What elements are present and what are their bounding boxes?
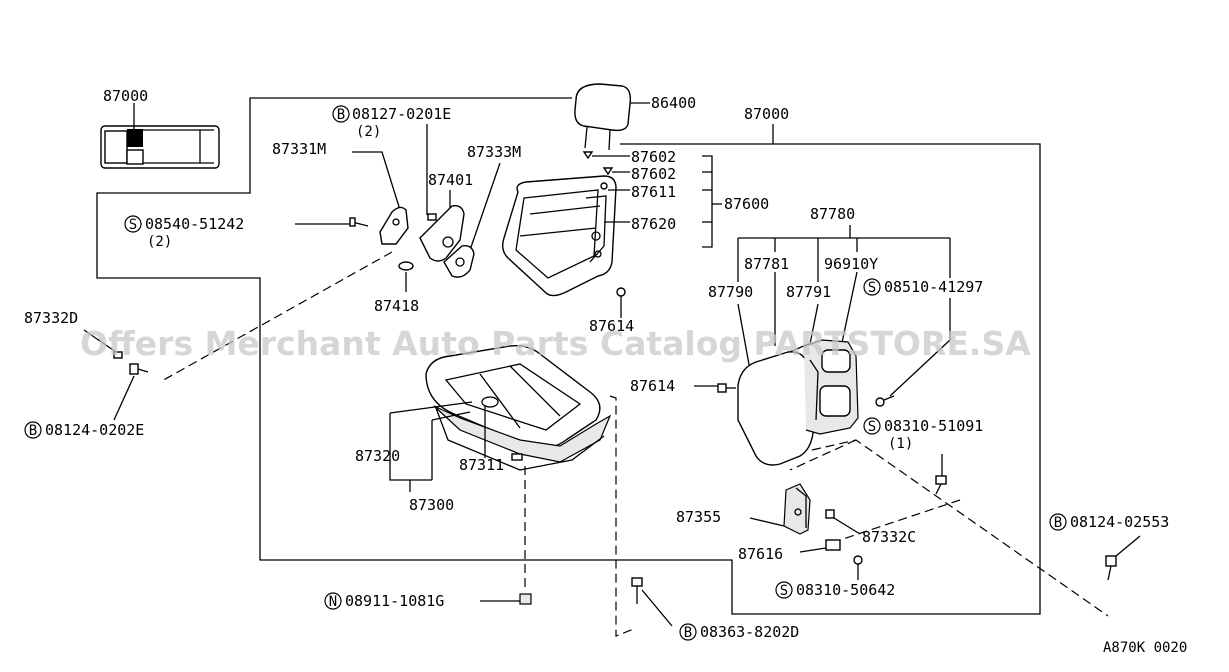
bolt-08124-0202e-icon	[129, 363, 149, 375]
part-87602-label-b[interactable]: 87602	[631, 165, 676, 183]
assembly-outline	[96, 97, 1041, 615]
clip-87332c-icon	[825, 509, 835, 519]
vehicle-ref-label[interactable]: 87000	[103, 87, 148, 105]
part-87602-label-a[interactable]: 87602	[631, 148, 676, 166]
part-87332d-label[interactable]: 87332D	[24, 309, 78, 327]
part-87331m-label[interactable]: 87331M	[272, 140, 326, 158]
diagram-code: A870K 0020	[1103, 640, 1187, 656]
part-87311-label[interactable]: 87311	[459, 456, 504, 474]
part-87611-label[interactable]: 87611	[631, 183, 676, 201]
part-96910y-label[interactable]: 96910Y	[824, 255, 878, 273]
part-87332c-label[interactable]: 87332C	[862, 528, 916, 546]
bolt-08124-0202e-label[interactable]: 08124-0202E	[45, 421, 144, 439]
seat-cushion-part	[425, 344, 612, 471]
bolt-08363-label[interactable]: 08363-8202D	[700, 623, 799, 641]
assembly-ref-label[interactable]: 87000	[744, 105, 789, 123]
part-87355-label[interactable]: 87355	[676, 508, 721, 526]
screw-symbol: S	[129, 217, 137, 233]
headrest-part	[574, 83, 632, 151]
bolt-symbol-4: B	[1054, 515, 1062, 531]
seatback-part	[501, 175, 617, 297]
clip-87418-icon	[398, 261, 414, 271]
part-87614-mid-label[interactable]: 87614	[630, 377, 675, 395]
part-87616-label[interactable]: 87616	[738, 545, 783, 563]
bolt-87614-top-icon	[616, 287, 626, 297]
part-87600-label[interactable]: 87600	[724, 195, 769, 213]
part-87620-label[interactable]: 87620	[631, 215, 676, 233]
screw-08540-icon	[349, 217, 369, 227]
part-87780-label[interactable]: 87780	[810, 205, 855, 223]
part-87790-label[interactable]: 87790	[708, 283, 753, 301]
screw-08510-label[interactable]: 08510-41297	[884, 278, 983, 296]
screw-08310-51091-icon	[935, 475, 947, 495]
bolt-08127-label[interactable]: 08127-0201E	[352, 105, 451, 123]
bolt-87614-mid-icon	[717, 383, 736, 393]
bolt-symbol: B	[337, 107, 345, 123]
nut-08911-icon	[519, 593, 532, 605]
screw-08540-label[interactable]: 08540-51242	[145, 215, 244, 233]
screw-08510-icon	[875, 395, 895, 407]
screw-08310-50642-icon	[853, 555, 863, 565]
rear-seatback-part	[737, 339, 859, 466]
part-87300-label[interactable]: 87300	[409, 496, 454, 514]
screw-08310-51091-label[interactable]: 08310-51091	[884, 417, 983, 435]
bolt-08124-02553-icon	[1105, 555, 1117, 581]
part-87401-label[interactable]: 87401	[428, 171, 473, 189]
bolt-08127-qty: (2)	[356, 124, 381, 140]
clip-87602-icons	[582, 151, 614, 190]
part-87418-label[interactable]: 87418	[374, 297, 419, 315]
recliner-bracket-part	[379, 204, 475, 278]
part-87791-label[interactable]: 87791	[786, 283, 831, 301]
vehicle-reference-icon	[100, 103, 220, 169]
part-87614-top-label[interactable]: 87614	[589, 317, 634, 335]
nut-08911-label[interactable]: 08911-1081G	[345, 592, 444, 610]
screw-symbol-4: S	[780, 583, 788, 599]
part-87333m-label[interactable]: 87333M	[467, 143, 521, 161]
part-87781-label[interactable]: 87781	[744, 255, 789, 273]
screw-08310-50642-label[interactable]: 08310-50642	[796, 581, 895, 599]
bolt-symbol-2: B	[29, 423, 37, 439]
bolt-08363-icon	[631, 577, 643, 604]
screw-08310-51091-qty: (1)	[888, 436, 913, 452]
hinge-bracket-part	[783, 483, 841, 551]
nut-symbol: N	[329, 594, 337, 610]
screw-symbol-2: S	[868, 280, 876, 296]
clip-87332d-icon	[113, 351, 123, 359]
bolt-symbol-3: B	[684, 625, 692, 641]
screw-symbol-3: S	[868, 419, 876, 435]
headrest-label[interactable]: 86400	[651, 94, 696, 112]
watermark-text: Offers Merchant Auto Parts Catalog PARTS…	[80, 324, 1031, 363]
screw-08540-qty: (2)	[147, 234, 172, 250]
part-87320-label[interactable]: 87320	[355, 447, 400, 465]
bolt-08124-02553-label[interactable]: 08124-02553	[1070, 513, 1169, 531]
